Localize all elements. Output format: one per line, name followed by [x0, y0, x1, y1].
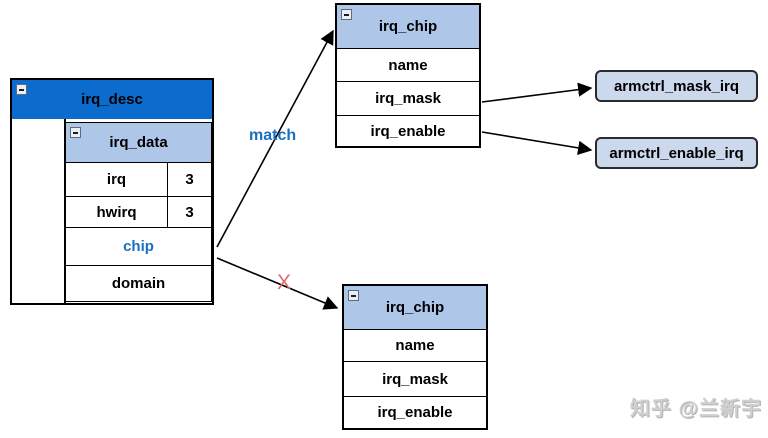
irq-data-row-chip: chip	[66, 227, 211, 265]
irq-chip-row-name: name	[337, 48, 479, 81]
irq-chip-struct-matched: irq_chip name irq_mask irq_enable	[335, 3, 481, 148]
irq-chip-row-irq-enable: irq_enable	[344, 396, 486, 428]
field-name: irq_enable	[370, 122, 446, 140]
irq-data-header: irq_data	[66, 123, 211, 162]
armctrl-mask-irq-node: armctrl_mask_irq	[595, 70, 758, 102]
irq-chip-row-irq-mask: irq_mask	[337, 81, 479, 115]
irq-chip-struct-unmatched: irq_chip name irq_mask irq_enable	[342, 284, 488, 430]
function-label: armctrl_mask_irq	[613, 77, 740, 95]
field-value: 3	[167, 197, 211, 227]
irq-chip-row-irq-mask: irq_mask	[344, 361, 486, 396]
collapse-minus-icon	[16, 84, 27, 95]
irq-chip-row-name: name	[344, 329, 486, 361]
armctrl-enable-irq-node: armctrl_enable_irq	[595, 137, 758, 169]
collapse-minus-icon	[348, 290, 359, 301]
field-name: name	[388, 56, 428, 74]
irq-data-row-domain: domain	[66, 265, 211, 301]
arrow-irq-mask-to-armctrl-mask-irq	[481, 82, 593, 103]
field-name: name	[395, 337, 435, 354]
edge-label-mismatch-x: X	[277, 271, 292, 294]
irq-data-row-irq: irq 3	[66, 162, 211, 196]
field-name: chip	[123, 238, 154, 255]
zhihu-watermark: 知乎 @兰新宇	[629, 398, 762, 420]
irq-chip-row-irq-enable: irq_enable	[337, 115, 479, 146]
irq-desc-title: irq_desc	[81, 91, 143, 108]
irq-chip-header: irq_chip	[344, 286, 486, 329]
irq-chip-header: irq_chip	[337, 5, 479, 48]
irq-data-struct: irq_data irq 3 hwirq 3 chip domain	[65, 122, 212, 302]
arrow-irq-enable-to-armctrl-enable-irq	[481, 131, 593, 155]
collapse-minus-icon	[70, 127, 81, 138]
field-name: irq_mask	[375, 90, 441, 107]
collapse-minus-icon	[341, 9, 352, 20]
edge-label-match: match	[249, 127, 297, 144]
irq-chip-title: irq_chip	[385, 299, 445, 316]
field-name: domain	[111, 275, 166, 292]
field-name: irq	[106, 171, 127, 188]
field-value: 3	[167, 163, 211, 196]
field-name: irq_enable	[377, 404, 453, 421]
irq-chip-title: irq_chip	[378, 18, 438, 35]
function-label: armctrl_enable_irq	[609, 144, 744, 162]
irq-data-title: irq_data	[109, 134, 168, 151]
field-name: hwirq	[96, 203, 137, 221]
irq-data-row-hwirq: hwirq 3	[66, 196, 211, 227]
irq-desc-header: irq_desc	[12, 80, 212, 119]
field-name: irq_mask	[382, 370, 448, 388]
